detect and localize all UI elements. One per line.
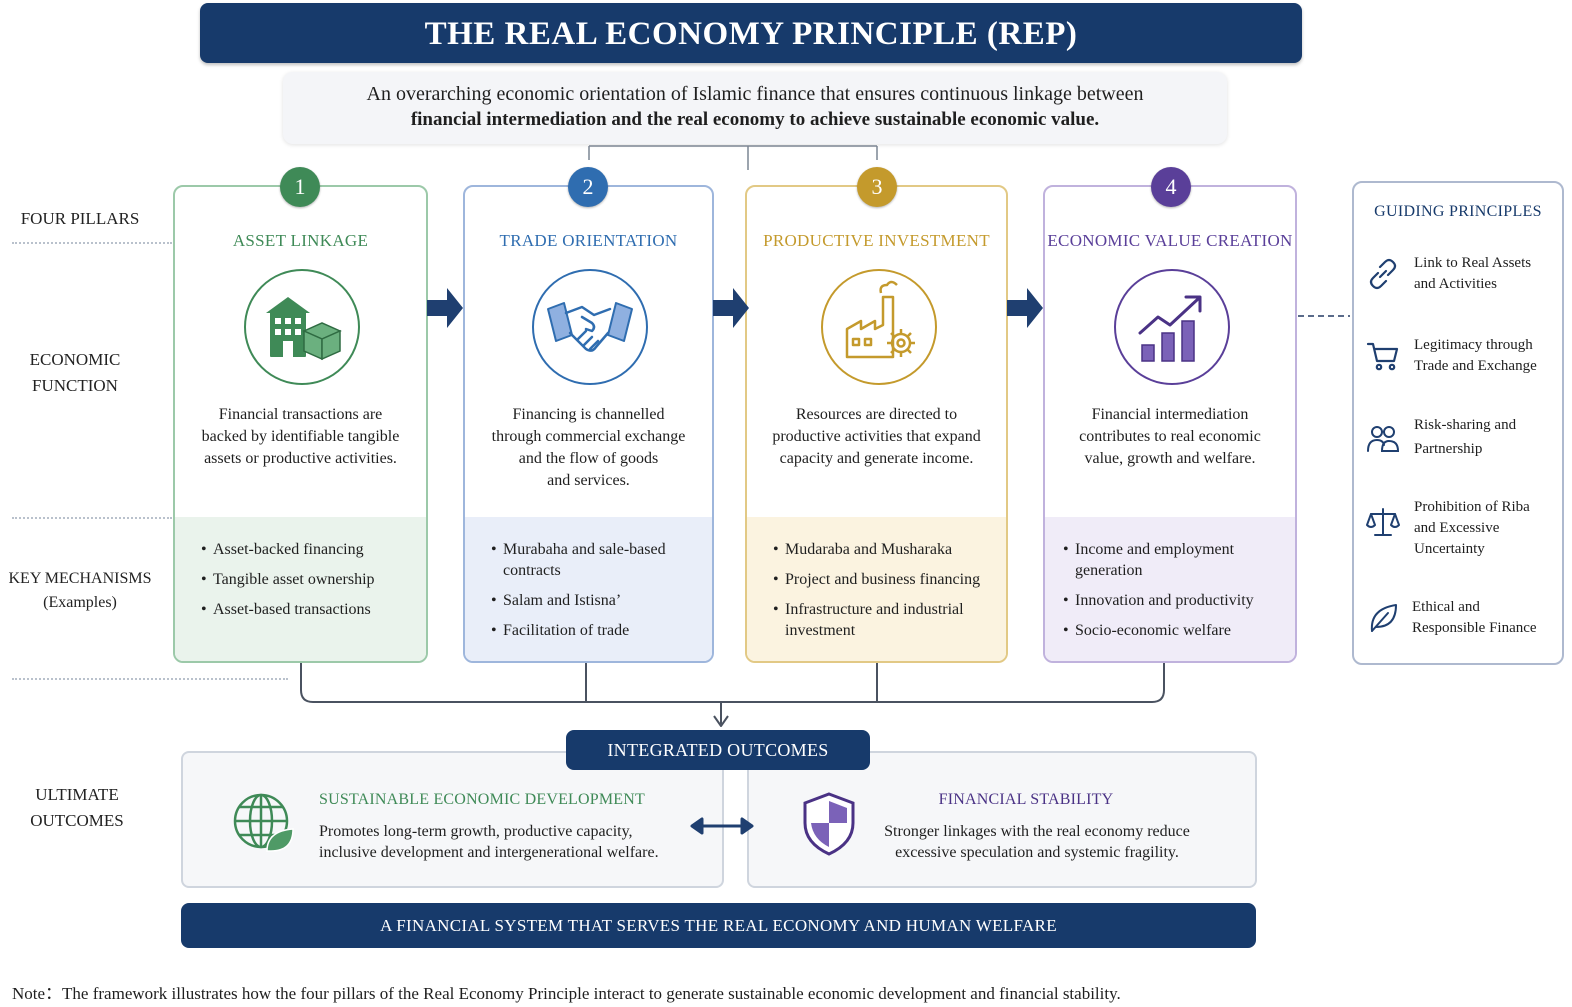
footnote: Note：The framework illustrates how the f…	[12, 984, 1121, 1003]
pillar-description: Resources are directed to productive act…	[772, 406, 981, 467]
mechanisms-list: Murabaha and sale-based contracts Salam …	[481, 539, 704, 650]
globe-leaf-icon	[233, 793, 294, 852]
mechanisms-list: Income and employment generation Innovat…	[1053, 539, 1287, 650]
shield-icon	[803, 792, 855, 856]
scales-icon	[1366, 508, 1400, 536]
definition-line-2: financial intermediation and the real ec…	[410, 109, 1100, 130]
flow-arrow-icon	[427, 288, 463, 328]
principle-item: Legitimacy through Trade and Exchange	[1366, 335, 1556, 385]
financial-stability-text: Stronger linkages with the real economy …	[884, 823, 1190, 861]
guiding-principles-title: GUIDING PRINCIPLES	[1374, 203, 1542, 220]
financial-stability-title: FINANCIAL STABILITY	[938, 791, 1114, 808]
pillar-title: TRADE ORIENTATION	[499, 231, 678, 250]
financial-stability-box: FINANCIAL STABILITY Stronger linkages wi…	[747, 751, 1257, 888]
pillar-icon-circle	[1114, 269, 1230, 385]
list-item: Socio-economic welfare	[1053, 620, 1287, 641]
list-item: Mudaraba and Musharaka	[763, 539, 998, 560]
cart-icon	[1366, 342, 1399, 371]
pillar-card-trade-orientation: Murabaha and sale-based contracts Salam …	[463, 185, 714, 663]
row-separator	[12, 517, 172, 519]
pillar-description: Financial transactions are backed by ide…	[201, 406, 400, 467]
integrated-outcomes-label: INTEGRATED OUTCOMES	[566, 730, 870, 770]
pillar-number-badge: 3	[857, 167, 897, 207]
list-item: Asset-based transactions	[191, 599, 418, 620]
list-item: Salam and Istisna’	[481, 590, 704, 611]
row-label-four-pillars: FOUR PILLARS	[20, 209, 140, 228]
pillar-card-asset-linkage: Asset-backed financing Tangible asset ow…	[173, 185, 428, 663]
principle-label: Legitimacy through Trade and Exchange	[1414, 337, 1537, 374]
principle-item: Prohibition of Riba and Excessive Uncert…	[1366, 497, 1556, 563]
sustainable-development-text: Promotes long-term growth, productive ca…	[319, 823, 659, 861]
pillar-title: ASSET LINKAGE	[232, 231, 369, 250]
pillar-icon-circle	[532, 269, 648, 385]
pillar-card-economic-value-creation: Income and employment generation Innovat…	[1043, 185, 1297, 663]
mechanisms-panel: Murabaha and sale-based contracts Salam …	[465, 517, 712, 661]
building-icon	[266, 297, 342, 361]
definition-box: An overarching economic orientation of I…	[283, 72, 1227, 144]
definition-line-1: An overarching economic orientation of I…	[366, 83, 1144, 105]
principle-label: Ethical and Responsible Finance	[1412, 599, 1537, 636]
row-label-key-mechanisms: KEY MECHANISMS (Examples)	[8, 570, 152, 611]
principle-item: Link to Real Assets and Activities	[1366, 253, 1556, 303]
list-item: Project and business financing	[763, 569, 998, 590]
pillar-icon-circle	[244, 269, 360, 385]
sustainable-development-box: SUSTAINABLE ECONOMIC DEVELOPMENT Promote…	[181, 751, 724, 888]
row-separator	[12, 242, 172, 244]
principle-item: Ethical and Responsible Finance	[1366, 597, 1556, 647]
list-item: Infrastructure and industrial investment	[763, 599, 998, 641]
pillar-description: Financial intermediation contributes to …	[1079, 406, 1261, 467]
list-item: Asset-backed financing	[191, 539, 418, 560]
list-item: Income and employment generation	[1053, 539, 1287, 581]
growth-chart-icon	[1138, 295, 1202, 362]
row-separator	[12, 678, 288, 680]
bidirectional-arrow-icon	[690, 817, 754, 835]
leaf-icon	[1370, 604, 1397, 632]
pillar-description: Financing is channelled through commerci…	[491, 406, 686, 489]
sustainable-development-title: SUSTAINABLE ECONOMIC DEVELOPMENT	[319, 791, 646, 808]
handshake-icon	[547, 302, 633, 352]
pillar-title: PRODUCTIVE INVESTMENT	[763, 231, 990, 250]
row-label-ultimate-outcomes: ULTIMATE OUTCOMES	[30, 785, 124, 830]
mechanisms-list: Mudaraba and Musharaka Project and busin…	[763, 539, 998, 650]
page-title: THE REAL ECONOMY PRINCIPLE (REP)	[424, 16, 1078, 52]
mechanisms-panel: Asset-backed financing Tangible asset ow…	[175, 517, 426, 661]
pillar-number-badge: 4	[1151, 167, 1191, 207]
flow-arrow-icon	[1007, 288, 1043, 328]
list-item: Tangible asset ownership	[191, 569, 418, 590]
list-item: Facilitation of trade	[481, 620, 704, 641]
principle-label: Link to Real Assets and Activities	[1414, 255, 1532, 292]
pillar-number-badge: 1	[280, 167, 320, 207]
title-banner: THE REAL ECONOMY PRINCIPLE (REP)	[200, 3, 1302, 63]
principle-label: Prohibition of Riba and Excessive Uncert…	[1414, 499, 1530, 557]
people-icon	[1367, 426, 1400, 452]
pillar-icon-circle	[821, 269, 937, 385]
pillar-number-badge: 2	[568, 167, 608, 207]
row-label-economic-function: ECONOMIC FUNCTION	[29, 350, 121, 395]
guiding-principles-panel: GUIDING PRINCIPLES Link to Real Assets a…	[1352, 181, 1564, 665]
principle-label: Risk-sharing and Partnership	[1414, 417, 1517, 457]
factory-icon	[845, 280, 915, 359]
pillar-card-productive-investment: Mudaraba and Musharaka Project and busin…	[745, 185, 1008, 663]
principle-item: Risk-sharing and Partnership	[1366, 415, 1556, 465]
mechanisms-panel: Income and employment generation Innovat…	[1045, 517, 1295, 661]
list-item: Innovation and productivity	[1053, 590, 1287, 611]
mechanisms-panel: Mudaraba and Musharaka Project and busin…	[747, 517, 1006, 661]
pillar-title: ECONOMIC VALUE CREATION	[1047, 231, 1293, 250]
flow-arrow-icon	[713, 288, 749, 328]
mechanisms-list: Asset-backed financing Tangible asset ow…	[191, 539, 418, 629]
list-item: Murabaha and sale-based contracts	[481, 539, 704, 581]
link-icon	[1369, 258, 1397, 290]
bottom-banner: A FINANCIAL SYSTEM THAT SERVES THE REAL …	[181, 903, 1256, 948]
